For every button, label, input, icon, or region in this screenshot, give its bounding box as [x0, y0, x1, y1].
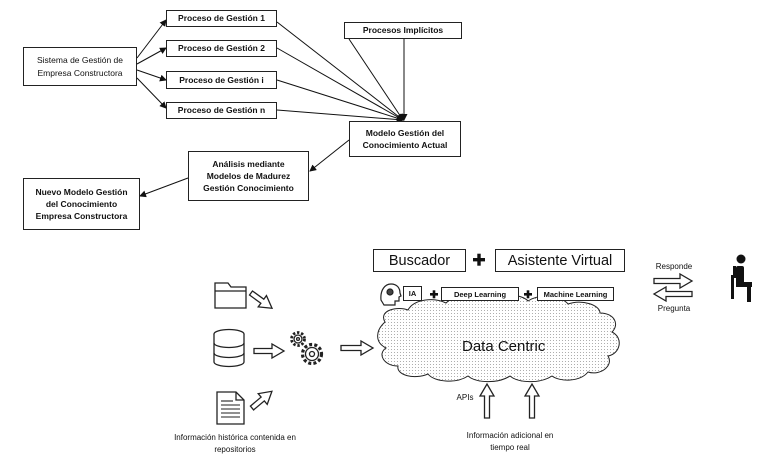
proceso-2-box: Proceso de Gestión 2 — [166, 40, 277, 57]
responde-label: Responde — [655, 262, 693, 271]
top-connectors — [136, 19, 408, 198]
arrow-sistema-pn — [136, 77, 167, 109]
analisis-line-2: Modelos de Madurez — [206, 170, 291, 181]
data-centric-label: Data Centric — [462, 338, 546, 355]
procesos-implicitos-box: Procesos Implícitos — [344, 22, 462, 39]
plus-signs — [430, 253, 532, 299]
document-icon — [216, 391, 245, 425]
info-adicional-line-2: tiempo real — [490, 443, 530, 452]
arrow-sistema-p1 — [136, 19, 167, 59]
arrow-realtime-up — [523, 382, 541, 419]
machine-learning-box: Machine Learning — [537, 287, 614, 301]
buscador-box: Buscador — [373, 249, 466, 272]
sistema-line-2: Empresa Constructora — [37, 67, 123, 78]
arrow-pn-modelo — [276, 109, 404, 124]
arrow-pi-modelo — [276, 79, 404, 122]
arrow-db-to-gear — [253, 342, 286, 360]
arrow-folder-to-gear — [248, 290, 274, 310]
proceso-i-box: Proceso de Gestión i — [166, 71, 277, 89]
arrow-pregunta — [652, 285, 693, 303]
arrow-sistema-pi — [136, 69, 167, 82]
asistente-virtual-label: Asistente Virtual — [507, 252, 613, 269]
proceso-1-label: Proceso de Gestión 1 — [178, 13, 265, 24]
buscador-label: Buscador — [388, 252, 451, 269]
proceso-1-box: Proceso de Gestión 1 — [166, 10, 277, 27]
gears-icon — [290, 331, 324, 366]
arrow-doc-to-gear — [249, 390, 273, 411]
proceso-n-label: Proceso de Gestión n — [177, 105, 266, 116]
arrow-apis-up — [478, 382, 496, 419]
ia-label: IA — [408, 289, 417, 298]
pregunta-label: Pregunta — [657, 304, 691, 313]
nuevo-modelo-line-2: del Conocimiento — [45, 198, 118, 209]
sistema-line-1: Sistema de Gestión de — [37, 55, 123, 66]
arrow-sistema-p2 — [136, 47, 167, 65]
info-historica-label: Información histórica contenida en repos… — [160, 432, 310, 456]
plus-main-v — [477, 253, 481, 266]
analisis-line-1: Análisis mediante — [212, 158, 285, 169]
plus-ia-v — [432, 290, 436, 299]
asistente-virtual-box: Asistente Virtual — [495, 249, 625, 272]
arrow-gear-to-cloud — [340, 339, 375, 357]
arrow-modelo-analisis — [309, 139, 350, 172]
analisis-line-3: Gestión Conocimiento — [203, 183, 294, 194]
info-adicional-label: Información adicional en tiempo real — [450, 430, 570, 454]
person-sitting-icon — [731, 254, 752, 302]
arrow-responde — [653, 272, 694, 290]
arrow-p1-modelo — [276, 21, 404, 121]
info-historica-line-1: Información histórica contenida en — [174, 433, 296, 442]
hollow-arrows — [248, 272, 694, 419]
head-gear-icon — [380, 283, 402, 306]
arrow-impl-a — [348, 38, 404, 121]
nuevo-modelo-line-1: Nuevo Modelo Gestión — [35, 186, 128, 197]
deep-learning-box: Deep Learning — [441, 287, 519, 301]
database-icon — [213, 328, 245, 368]
info-historica-line-2: repositorios — [214, 445, 256, 454]
modelo-actual-line-1: Modelo Gestión del — [365, 127, 445, 138]
proceso-n-box: Proceso de Gestión n — [166, 102, 277, 119]
arrow-p2-modelo — [276, 47, 404, 121]
plus-dl-v — [526, 290, 530, 299]
info-adicional-line-1: Información adicional en — [466, 431, 554, 440]
deep-learning-label: Deep Learning — [453, 289, 507, 299]
proceso-i-label: Proceso de Gestión i — [179, 74, 264, 85]
apis-label: APIs — [456, 393, 474, 402]
proceso-2-label: Proceso de Gestión 2 — [178, 43, 265, 54]
modelo-actual-line-2: Conocimiento Actual — [362, 140, 448, 150]
procesos-implicitos-label: Procesos Implícitos — [362, 25, 444, 36]
machine-learning-label: Machine Learning — [543, 289, 608, 299]
arrow-analisis-nuevo — [139, 177, 189, 198]
folder-icon — [214, 282, 247, 309]
ia-box: IA — [403, 286, 422, 301]
nuevo-modelo-line-3: Empresa Constructora — [35, 211, 128, 222]
